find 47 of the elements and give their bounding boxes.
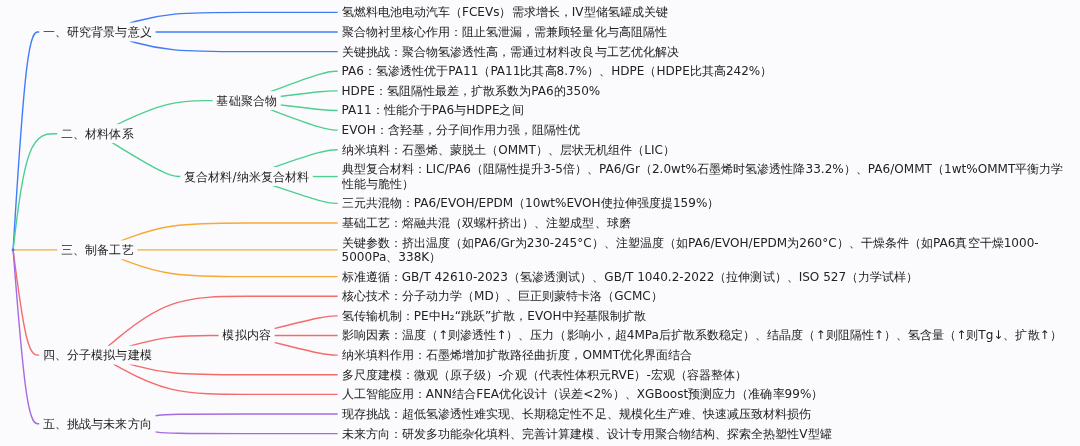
node-text: 三元共混物：PA6/EVOH/EPDM（10wt%EVOH使拉伸强度提159%）: [341, 196, 720, 210]
node-text: 一、研究背景与意义: [43, 24, 152, 39]
node-text: EVOH：含羟基，分子间作用力强，阻隔性优: [341, 122, 581, 137]
connector: [154, 413, 339, 417]
node-text: HDPE：氢阻隔性最差，扩散系数为PA6的350%: [341, 83, 601, 98]
connector: [154, 431, 339, 435]
node-text: 纳米填料作用：石墨烯增加扩散路径曲折度，OMMT优化界面结合: [341, 347, 693, 362]
node-text: 现存挑战：超低氢渗透性难实现、长期稳定性不足、规模化生产难、快速减压致材料损伤: [341, 406, 812, 421]
node-text: 基础工艺：熔融共混（双螺杆挤出）、注塑成型、球磨: [341, 215, 631, 230]
node-text: 典型复合材料：LIC/PA6（阻隔性提升3-5倍）、PA6/Gr（2.0wt%石墨烯时氢渗透性降33.2%）、PA6/OMMT（1wt%OMMT平衡力学性能与脆性）: [341, 162, 1064, 191]
node-text: 二、材料体系: [61, 126, 134, 141]
connector: [273, 315, 339, 330]
node-text: 影响因素：温度（↑则渗透性↑）、压力（影响小，超4MPa后扩散系数稳定）、结晶度（↑则阻隔性↑）、氢含量（↑则Tg↓、扩散↑）: [341, 328, 1062, 343]
node-text: 核心技术：分子动力学（MD）、巨正则蒙特卡洛（GCMC）: [341, 289, 663, 303]
node-text: 四、分子模拟与建模: [43, 347, 152, 362]
node-text: 人工智能应用：ANN结合FEA优化设计（误差<2%）、XGBoost预测应力（准确率99%）: [341, 387, 824, 401]
connector: [311, 175, 339, 178]
node-text: 关键挑战：聚合物氢渗透性高，需通过材料改良与工艺优化解决: [341, 44, 679, 59]
node-text: 基础聚合物: [216, 93, 277, 108]
node-text: 多尺度建模：微观（原子级）-介观（代表性体积元RVE）-宏观（容器整体）: [341, 367, 748, 382]
node-text: 关键参数：挤出温度（如PA6/Gr为230-245°C）、注塑温度（如PA6/EVOH/EPDM为260°C）、干燥条件（如PA6真空干燥1000-5000Pa、338K）: [341, 235, 1039, 264]
connector: [128, 334, 220, 347]
node-text: 标准遵循：GB/T 42610-2023（氢渗透测试）、GB/T 1040.2-2022（拉伸测试）、ISO 527（力学试样）: [341, 269, 919, 284]
connector: [279, 104, 339, 112]
node-circle: [11, 248, 15, 252]
node-text: 模拟内容: [222, 328, 271, 343]
connector: [111, 141, 182, 178]
connector: [272, 149, 339, 169]
node-text: 三、制备工艺: [61, 242, 134, 257]
connector: [273, 334, 339, 337]
node-text: 复合材料/纳米复合材料: [184, 169, 309, 184]
node-text: 纳米填料：石墨烯、蒙脱土（OMMT）、层状无机组件（LIC）: [341, 142, 675, 157]
connector: [136, 249, 339, 251]
node-text: 氢传输机制：PE中H₂“跳跃”扩散，EVOH中羟基限制扩散: [341, 308, 646, 323]
connector: [269, 108, 339, 131]
connector: [272, 184, 339, 205]
connector: [279, 90, 339, 98]
connector: [273, 341, 339, 356]
node-text: PA11：性能介于PA6与HDPE之间: [341, 103, 524, 118]
node-text: PA6：氢渗透性优于PA11（PA11比其高8.7%）、HDPE（HDPE比其高242%）: [341, 64, 773, 78]
connector: [154, 31, 339, 33]
connector: [120, 258, 339, 278]
node-text: 五、挑战与未来方向: [43, 416, 152, 431]
node-text: 氢燃料电池电动汽车（FCEVs）需求增长，IV型储氢罐成关键: [341, 5, 668, 19]
node-text: 未来方向：研发多功能杂化填料、完善计算建模、设计专用聚合物结构、探索全热塑性V型罐: [341, 426, 832, 441]
node-text: 聚合物衬里核心作用：阻止氢泄漏，需兼顾轻量化与高阻隔性: [341, 24, 667, 39]
connector: [112, 363, 339, 396]
